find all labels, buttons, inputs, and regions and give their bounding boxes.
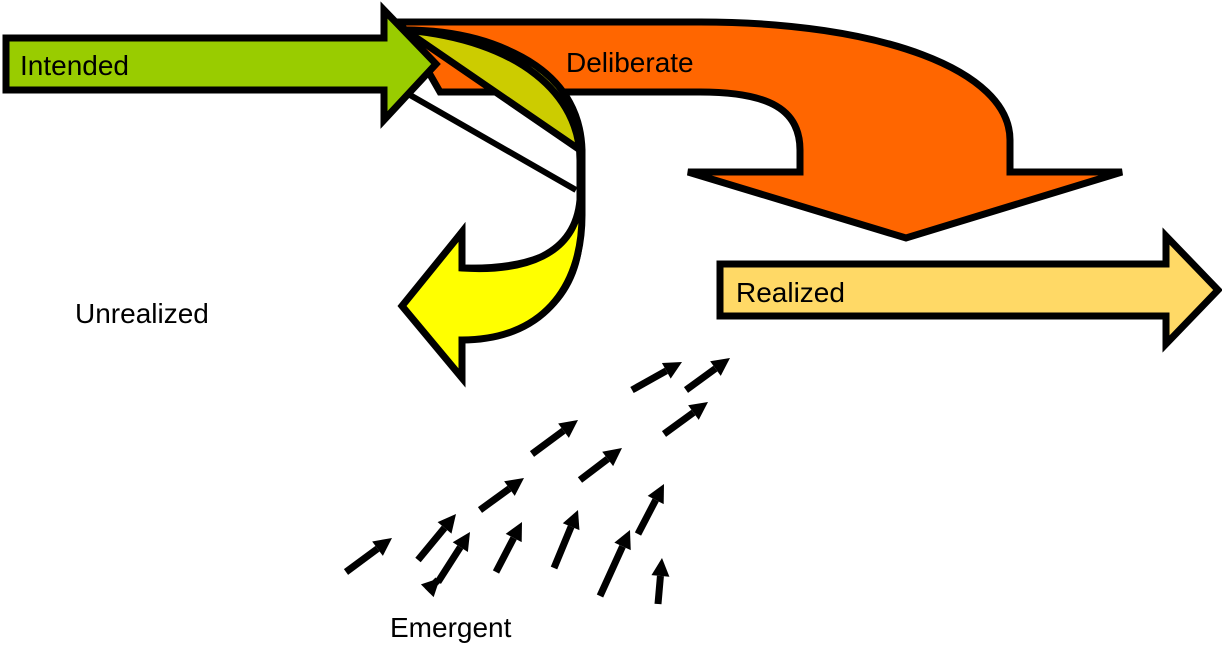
emergent-arrow xyxy=(683,358,730,393)
emergent-arrow xyxy=(435,532,470,584)
realized-label: Realized xyxy=(736,277,845,308)
emergent-arrow-shaft xyxy=(630,367,669,394)
emergent-arrow xyxy=(634,484,664,536)
emergent-arrow-head xyxy=(614,530,631,551)
emergent-arrow-head xyxy=(710,358,730,376)
intended-arrow xyxy=(2,1,441,129)
emergent-arrow-head xyxy=(602,448,622,467)
emergent-arrow xyxy=(577,448,622,483)
emergent-arrow xyxy=(529,420,578,457)
emergent-arrow-head xyxy=(505,522,522,543)
emergent-arrow xyxy=(420,577,441,598)
emergent-arrow-head xyxy=(688,402,708,420)
deliberate-arrow xyxy=(393,18,1124,242)
emergent-arrow-shaft xyxy=(654,575,664,605)
emergent-arrow xyxy=(661,402,708,437)
emergent-arrow-shaft xyxy=(435,545,464,584)
emergent-arrow-shaft xyxy=(343,545,380,575)
emergent-arrow-shaft xyxy=(550,525,575,570)
emergent-arrow xyxy=(596,530,631,598)
emergent-arrow-head xyxy=(452,532,470,553)
emergent-arrow-shaft xyxy=(661,409,696,437)
emergent-label: Emergent xyxy=(390,612,512,643)
emergent-arrow-shaft xyxy=(634,498,659,536)
emergent-arrow-shaft xyxy=(683,365,718,393)
emergent-arrow-head xyxy=(420,578,440,598)
deliberate-label: Deliberate xyxy=(566,47,694,78)
emergent-arrow-shaft xyxy=(492,536,517,574)
emergent-arrow xyxy=(492,522,522,574)
emergent-arrow xyxy=(477,478,524,513)
intended-label: Intended xyxy=(20,50,129,81)
emergent-arrow-head xyxy=(647,484,664,505)
emergent-arrow-shaft xyxy=(477,485,512,513)
emergent-arrow-head xyxy=(651,558,670,577)
emergent-arrow-head xyxy=(372,538,392,556)
unrealized-label: Unrealized xyxy=(75,298,209,329)
realized-arrow xyxy=(716,227,1222,353)
emergent-arrow xyxy=(415,514,456,563)
emergent-arrow-shaft xyxy=(577,456,610,483)
emergent-arrow xyxy=(630,362,682,394)
emergent-arrows xyxy=(343,358,730,605)
emergent-arrow-head xyxy=(504,478,524,496)
emergent-arrow-shaft xyxy=(529,427,566,457)
emergent-arrow xyxy=(550,510,580,570)
emergent-arrow-head xyxy=(562,510,580,531)
emergent-arrow-shaft xyxy=(596,544,626,598)
emergent-arrow-head xyxy=(558,420,578,438)
emergent-arrow-head xyxy=(437,514,456,534)
emergent-arrow xyxy=(651,558,670,605)
unrealized-arrow-body xyxy=(397,26,586,388)
emergent-arrow-shaft xyxy=(415,525,448,563)
emergent-arrow xyxy=(343,538,392,575)
emergent-arrow-head xyxy=(661,362,682,379)
